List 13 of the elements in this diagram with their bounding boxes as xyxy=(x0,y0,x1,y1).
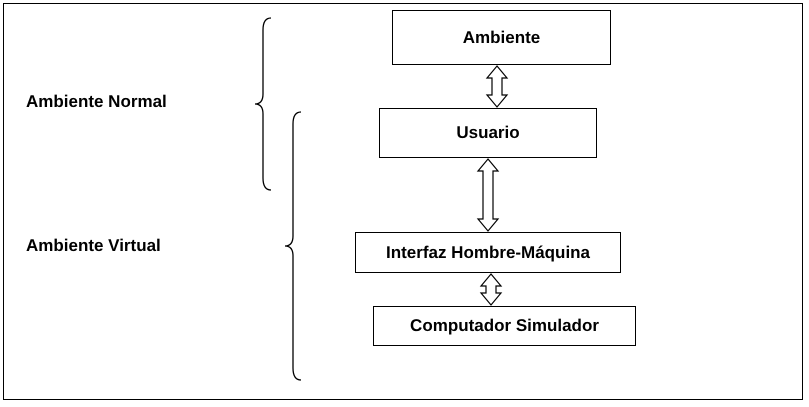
box-label: Interfaz Hombre-Máquina xyxy=(386,242,590,262)
double-arrow xyxy=(476,158,500,232)
box-label: Usuario xyxy=(456,123,520,143)
process-box xyxy=(392,10,611,65)
process-box xyxy=(379,108,597,158)
group-label: Ambiente Normal xyxy=(26,92,167,112)
process-box xyxy=(355,232,621,273)
process-box xyxy=(373,306,636,346)
double-arrow xyxy=(480,273,502,306)
group-label: Ambiente Virtual xyxy=(26,236,161,256)
box-label: Ambiente xyxy=(462,28,540,48)
double-arrow xyxy=(486,65,508,108)
box-label: Computador Simulador xyxy=(410,316,599,336)
